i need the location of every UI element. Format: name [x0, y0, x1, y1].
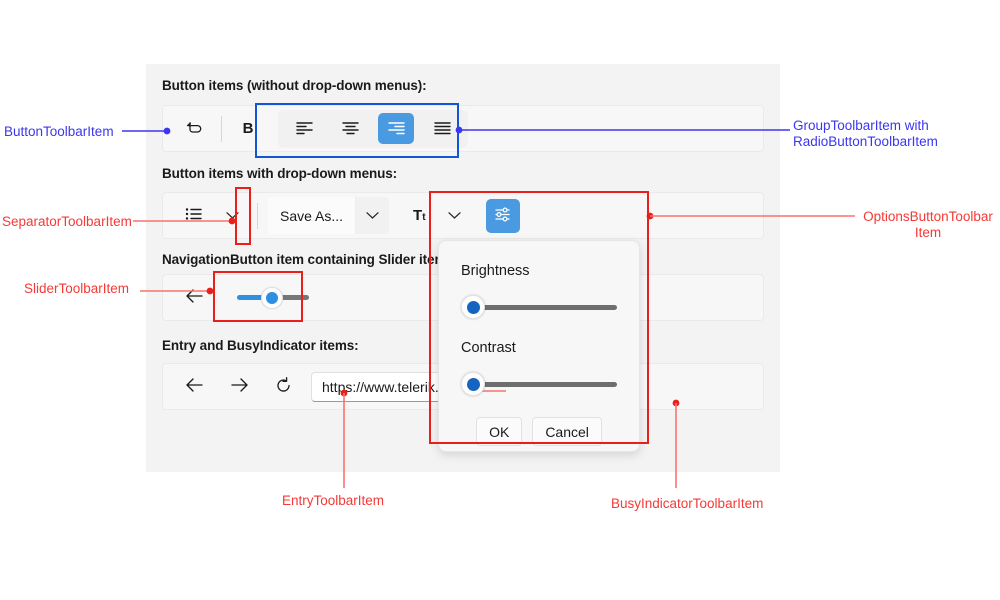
align-center-icon [341, 120, 360, 138]
brightness-label: Brightness [461, 263, 530, 279]
refresh-icon [274, 376, 293, 398]
undo-button[interactable] [175, 111, 215, 146]
bullet-list-icon [185, 207, 203, 224]
section-title-entry-busy: Entry and BusyIndicator items: [162, 338, 359, 353]
navigation-back-button[interactable] [175, 280, 215, 315]
align-left-button[interactable] [286, 113, 322, 144]
contrast-slider-track [482, 381, 617, 387]
bold-button[interactable]: B [228, 111, 268, 146]
arrow-left-icon [184, 376, 206, 397]
cancel-button[interactable]: Cancel [532, 417, 602, 446]
alignment-radio-group [278, 109, 468, 148]
align-left-icon [295, 120, 314, 138]
separator-toolbar-item [257, 202, 258, 229]
entry-value: https://www.telerik.c [322, 378, 446, 395]
arrow-left-icon [184, 287, 206, 308]
bullet-list-dropdown-arrow[interactable] [215, 197, 249, 234]
bullet-list-button[interactable] [173, 197, 215, 234]
font-size-icon: Tt [413, 207, 426, 224]
annotation-button-toolbar-item: ButtonToolbarItem [4, 124, 114, 139]
browser-forward-button[interactable] [219, 369, 259, 404]
popup-actions: OK Cancel [461, 417, 617, 446]
slider-toolbar-item[interactable] [237, 286, 309, 310]
undo-arrow-icon [185, 117, 205, 140]
chevron-down-icon [366, 208, 379, 223]
font-size-dropdown-arrow[interactable] [438, 197, 472, 234]
ok-button[interactable]: OK [476, 417, 523, 446]
bold-label: B [242, 120, 254, 137]
font-size-button[interactable]: Tt [401, 197, 438, 234]
brightness-slider-track [482, 304, 617, 310]
save-as-dropdown-arrow[interactable] [355, 197, 390, 234]
section-title-dropdown-items: Button items with drop-down menus: [162, 166, 398, 181]
font-size-split-button[interactable]: Tt [401, 197, 472, 234]
align-right-button[interactable] [378, 113, 414, 144]
brightness-slider-thumb[interactable] [461, 295, 485, 319]
chevron-down-icon [225, 208, 239, 223]
settings-sliders-icon [493, 205, 512, 227]
annotation-entry-toolbar-item: EntryToolbarItem [282, 493, 385, 508]
save-as-split-button[interactable]: Save As... [268, 197, 390, 234]
annotation-separator-toolbar-item: SeparatorToolbarItem [2, 214, 132, 229]
toolbar-dropdown-items: Save As... Tt [162, 192, 764, 239]
slider-thumb[interactable] [261, 286, 283, 309]
contrast-slider-thumb[interactable] [461, 372, 485, 396]
chevron-down-icon [448, 208, 461, 223]
contrast-label: Contrast [461, 340, 516, 356]
slider-track-filled [237, 295, 263, 300]
browser-refresh-button[interactable] [263, 369, 303, 404]
annotation-group-toolbar-item: GroupToolbarItem with RadioButtonToolbar… [793, 118, 938, 149]
toolbar-divider [221, 115, 222, 142]
save-as-button[interactable]: Save As... [268, 197, 356, 234]
options-popup-panel: Brightness Contrast OK Cancel [438, 240, 640, 452]
arrow-right-icon [228, 376, 250, 397]
annotation-options-button-toolbar-item: OptionsButtonToolbar Item [863, 209, 993, 240]
section-title-button-items: Button items (without drop-down menus): [162, 78, 427, 93]
align-justify-icon [433, 120, 452, 138]
contrast-slider[interactable] [461, 372, 617, 396]
slider-track-remaining [281, 295, 309, 300]
align-center-button[interactable] [332, 113, 368, 144]
toolbar-button-items: B [162, 105, 764, 152]
annotation-busy-indicator-toolbar-item: BusyIndicatorToolbarItem [611, 496, 764, 511]
align-right-icon [387, 120, 406, 138]
save-as-label: Save As... [280, 207, 344, 224]
align-justify-button[interactable] [424, 113, 460, 144]
options-button-toolbar-item[interactable] [485, 198, 520, 233]
brightness-slider[interactable] [461, 295, 617, 319]
bullet-list-split-button[interactable] [173, 197, 249, 234]
section-title-navigation-slider: NavigationButton item containing Slider … [162, 252, 451, 267]
browser-back-button[interactable] [175, 369, 215, 404]
annotation-slider-toolbar-item: SliderToolbarItem [24, 281, 130, 296]
